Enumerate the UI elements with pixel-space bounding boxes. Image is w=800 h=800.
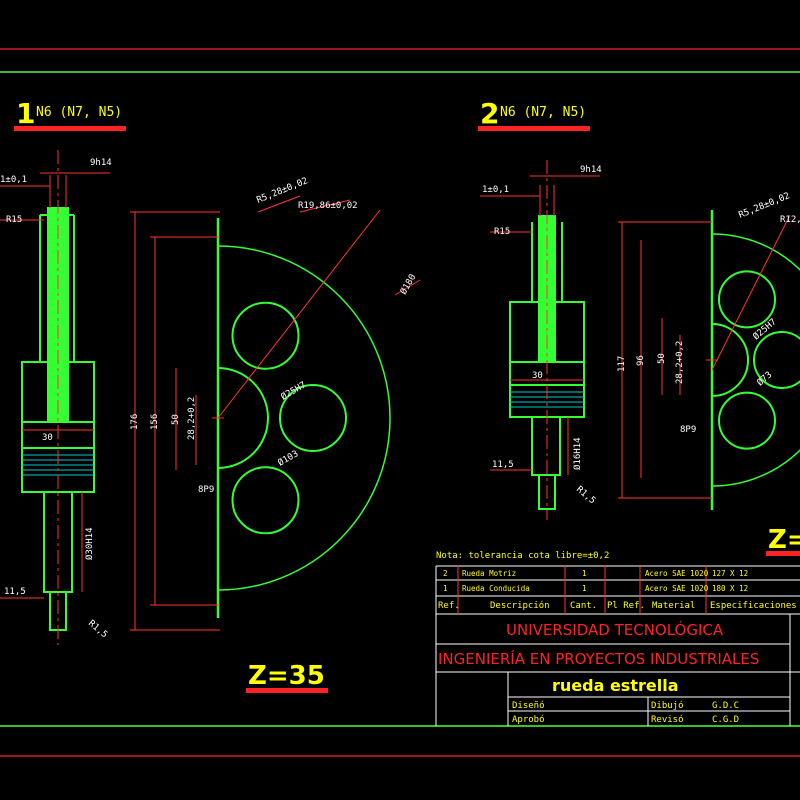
label-dibujo: Dibujó	[651, 700, 684, 711]
view1-z-underline	[246, 688, 328, 693]
view2-number: 2	[480, 97, 499, 130]
gear-bore	[217, 367, 269, 469]
svg-text:28,2+0,2: 28,2+0,2	[675, 341, 685, 384]
svg-text:1: 1	[443, 584, 448, 593]
gear2	[706, 210, 800, 510]
svg-text:11,5: 11,5	[492, 460, 514, 470]
svg-text:180 X 12: 180 X 12	[712, 584, 748, 593]
svg-text:Cant.: Cant.	[570, 601, 597, 611]
svg-text:Ø30H14: Ø30H14	[84, 527, 95, 560]
svg-text:1±0,1: 1±0,1	[482, 185, 509, 195]
svg-text:R12,: R12,	[780, 215, 800, 225]
svg-text:Pl Ref.: Pl Ref.	[607, 601, 645, 611]
svg-text:176: 176	[130, 414, 140, 430]
gear-hole-0	[231, 301, 300, 370]
svg-text:Ø16H14: Ø16H14	[572, 437, 583, 470]
view1-z-label: Z=35	[248, 661, 325, 691]
svg-text:Ø103: Ø103	[276, 448, 300, 468]
gear1-dims	[130, 195, 421, 631]
view1-shaft-dims	[0, 172, 110, 599]
bom-headers: Ref. Descripción Cant. Pl Ref. Material …	[438, 600, 797, 611]
view1-header: 1 N6 (N7, N5)	[14, 97, 126, 131]
view2-underline	[478, 126, 590, 131]
svg-text:Ø180: Ø180	[398, 272, 418, 296]
svg-text:Ø25H7: Ø25H7	[279, 380, 308, 403]
label-aprobo: Aprobó	[512, 714, 545, 725]
label-diseno: Diseñó	[512, 700, 545, 711]
label-reviso: Revisó	[651, 714, 684, 725]
svg-text:9h14: 9h14	[90, 158, 112, 168]
bom-rows: 2 Rueda Motriz 1 Acero SAE 1020 127 X 12…	[443, 569, 748, 593]
view2-shaft-dims	[480, 175, 600, 475]
gear1-texts: R5,28±0,02 R19,86±0,02 Ø180 176 156 50 2…	[130, 176, 418, 495]
gear-hole-2	[718, 391, 776, 450]
university-name: UNIVERSIDAD TECNOLÓGICA	[506, 620, 724, 639]
svg-text:96: 96	[636, 355, 646, 366]
svg-text:Especificaciones: Especificaciones	[710, 601, 797, 611]
faculty-name: INGENIERÍA EN PROYECTOS INDUSTRIALES	[438, 649, 759, 668]
gear2-dims	[618, 214, 791, 499]
gear-hole-1	[753, 331, 800, 389]
svg-text:8P9: 8P9	[680, 425, 696, 435]
view1-number: 1	[16, 97, 35, 130]
svg-text:Rueda Motriz: Rueda Motriz	[462, 569, 516, 578]
title-block: Nota: tolerancia cota libre=±0,2 2 Rueda…	[435, 551, 800, 726]
gear-hole-2	[231, 466, 300, 535]
view1-underline	[14, 126, 126, 131]
svg-text:Ref.: Ref.	[438, 601, 460, 611]
svg-text:127 X 12: 127 X 12	[712, 569, 748, 578]
gear1	[212, 218, 391, 618]
inner-frame	[0, 71, 800, 727]
gear2-texts: R5,28±0,02 R12, 117 96 50 28,2+0,2 Ø25H7…	[617, 191, 800, 435]
svg-text:1: 1	[582, 584, 587, 593]
svg-text:9h14: 9h14	[580, 165, 602, 175]
svg-text:Rueda Conducida: Rueda Conducida	[462, 584, 530, 593]
view2-z-underline	[766, 551, 800, 556]
view2-header: 2 N6 (N7, N5)	[478, 97, 590, 131]
svg-text:Descripción: Descripción	[490, 600, 550, 611]
gear-bore	[711, 323, 749, 397]
view2-z-label: Z=	[768, 525, 800, 555]
svg-text:Acero SAE 1020: Acero SAE 1020	[645, 569, 709, 578]
svg-text:R15: R15	[6, 215, 22, 225]
svg-text:Material: Material	[652, 601, 695, 611]
svg-text:28,2+0,2: 28,2+0,2	[187, 397, 197, 440]
svg-text:50: 50	[657, 353, 667, 364]
svg-text:R1,5: R1,5	[86, 619, 109, 641]
value-dibujo: G.D.C	[712, 701, 739, 711]
gear-hole-1	[279, 384, 347, 452]
drawing-title: rueda estrella	[552, 676, 678, 695]
svg-text:R19,86±0,02: R19,86±0,02	[298, 201, 358, 211]
svg-text:8P9: 8P9	[198, 485, 214, 495]
svg-text:50: 50	[171, 414, 181, 425]
svg-text:R1,5: R1,5	[574, 485, 597, 507]
svg-text:Acero SAE 1020: Acero SAE 1020	[645, 584, 709, 593]
svg-text:30: 30	[532, 371, 543, 381]
view1-roughness: N6 (N7, N5)	[36, 105, 122, 120]
svg-text:11,5: 11,5	[4, 587, 26, 597]
svg-text:30: 30	[42, 433, 53, 443]
svg-text:1: 1	[582, 569, 587, 578]
svg-text:117: 117	[617, 356, 627, 372]
svg-text:156: 156	[150, 414, 160, 430]
gear-hole-0	[718, 270, 776, 329]
tolerance-note: Nota: tolerancia cota libre=±0,2	[436, 551, 609, 561]
gear-root-circle	[217, 245, 391, 591]
svg-text:2: 2	[443, 569, 448, 578]
svg-text:1±0,1: 1±0,1	[0, 175, 27, 185]
view2-roughness: N6 (N7, N5)	[500, 105, 586, 120]
value-reviso: C.G.D	[712, 715, 739, 725]
svg-text:R15: R15	[494, 227, 510, 237]
gear-root-circle	[711, 233, 800, 487]
